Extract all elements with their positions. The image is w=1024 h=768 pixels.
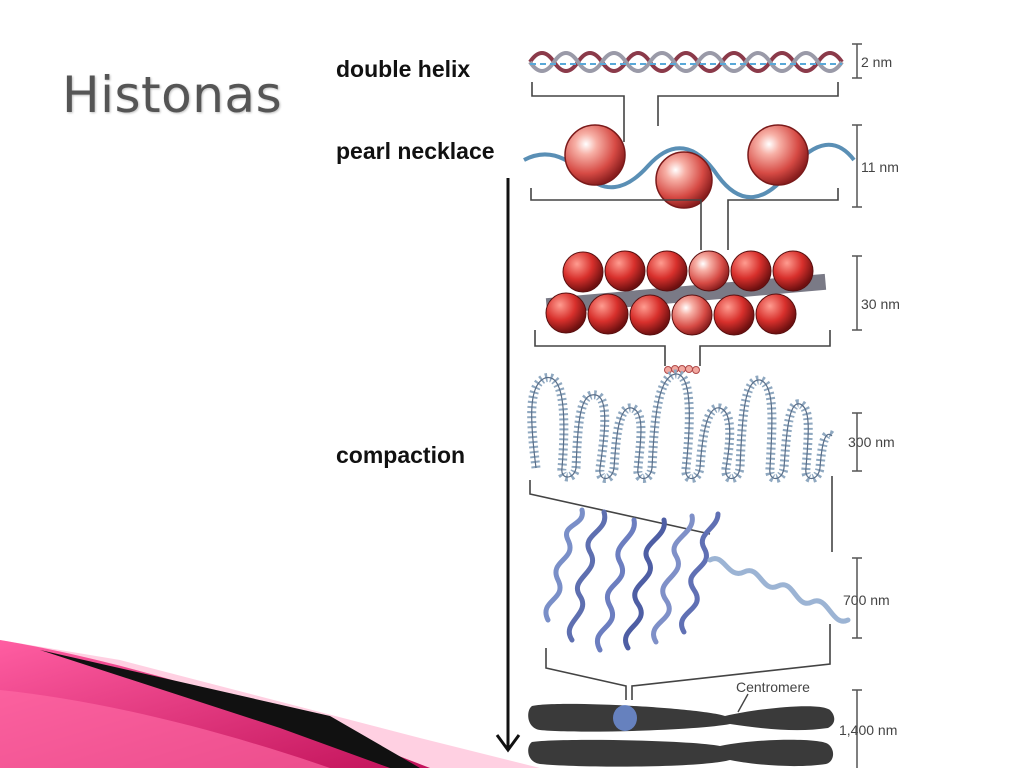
label-double-helix: double helix: [336, 56, 471, 82]
scale-30nm: 30 nm: [861, 296, 900, 312]
centromere-label: Centromere: [736, 679, 810, 695]
fiber-700nm-drawing: [543, 507, 851, 653]
scale-2nm: 2 nm: [861, 54, 893, 70]
label-compaction: compaction: [336, 442, 466, 468]
corner-accent: [0, 640, 540, 768]
double-helix-drawing: [528, 51, 844, 73]
pearl-necklace-drawing: [523, 124, 856, 209]
label-pearl-necklace: pearl necklace: [336, 138, 495, 164]
scale-300nm: 300 nm: [848, 434, 895, 450]
scale-11nm: 11 nm: [861, 159, 899, 175]
scale-1400nm: 1,400 nm: [839, 722, 898, 738]
compaction-arrowhead: [495, 734, 521, 753]
slide-title: Histonas: [62, 66, 283, 124]
scale-700nm: 700 nm: [843, 592, 890, 608]
chromosome-drawing: [528, 693, 835, 767]
fiber-30nm-drawing: [545, 250, 827, 336]
